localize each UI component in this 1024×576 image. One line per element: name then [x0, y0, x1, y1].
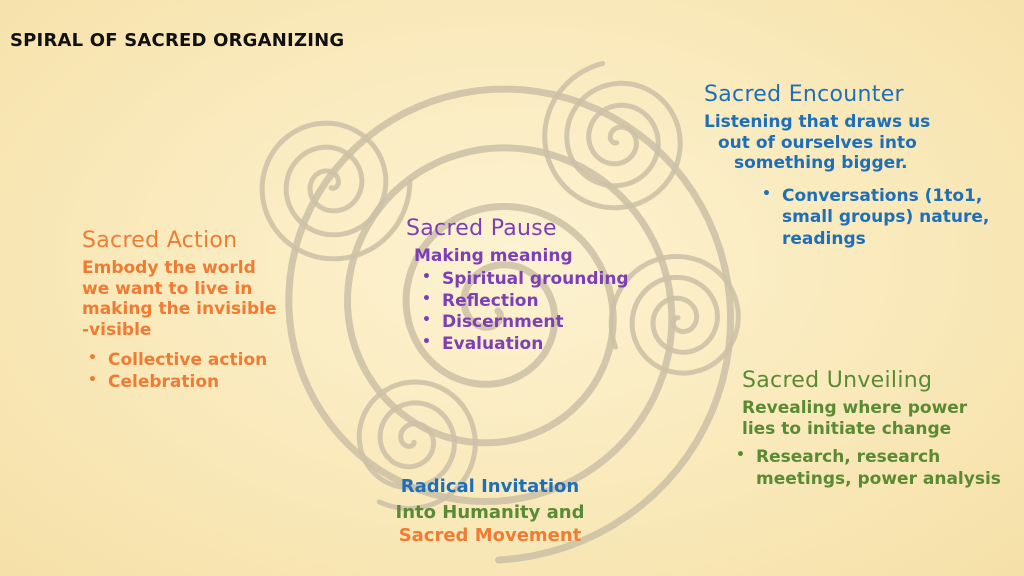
sacred-action-line-1: Embody the world	[82, 258, 256, 279]
sacred-unveiling-line-2: lies to initiate change	[742, 418, 952, 439]
spiral-bottom	[356, 379, 478, 512]
sacred-pause-heading: Sacred Pause	[406, 216, 557, 241]
sacred-encounter-list: Conversations (1to1, small groups) natur…	[756, 186, 989, 251]
sacred-unveiling-heading: Sacred Unveiling	[742, 368, 933, 393]
sacred-action-section: Sacred Action Embody the world we want t…	[82, 228, 277, 393]
sacred-action-bullet: Celebration	[82, 372, 277, 394]
bullet-line: meetings, power analysis	[756, 468, 1001, 489]
radical-invitation-line-1: Into Humanity and	[395, 501, 585, 523]
spiral-right	[608, 254, 741, 376]
sacred-encounter-line-3: something bigger.	[734, 153, 908, 174]
sacred-pause-bullet: Discernment	[416, 312, 629, 334]
sacred-pause-bullet: Evaluation	[416, 334, 629, 356]
sacred-unveiling-list: Research, research meetings, power analy…	[730, 447, 1001, 491]
sacred-unveiling-bullet: Research, research meetings, power analy…	[730, 447, 1001, 491]
bullet-line: Conversations (1to1,	[782, 185, 983, 206]
sacred-encounter-heading: Sacred Encounter	[704, 82, 904, 107]
sacred-encounter-line-2: out of ourselves into	[718, 132, 917, 153]
sacred-action-heading: Sacred Action	[82, 228, 238, 253]
bullet-line: small groups) nature,	[782, 207, 990, 228]
spiral-top-left	[259, 120, 413, 262]
sacred-encounter-section: Sacred Encounter Listening that draws us…	[704, 82, 989, 251]
bullet-line: readings	[782, 229, 866, 250]
sacred-action-bullet: Collective action	[82, 350, 277, 372]
sacred-unveiling-line-1: Revealing where power	[742, 398, 968, 419]
sacred-action-list: Collective action Celebration	[82, 350, 277, 394]
sacred-encounter-line-1: Listening that draws us	[704, 112, 931, 133]
sacred-action-line-3: making the invisible	[82, 299, 277, 320]
radical-invitation-section: Radical Invitation Into Humanity and Sac…	[360, 476, 620, 547]
diagram-title: SPIRAL OF SACRED ORGANIZING	[10, 30, 345, 51]
sacred-unveiling-section: Sacred Unveiling Revealing where power l…	[736, 368, 1001, 491]
sacred-encounter-bullet: Conversations (1to1, small groups) natur…	[756, 186, 989, 251]
sacred-pause-line-1: Making meaning	[414, 246, 573, 267]
sacred-pause-list: Spiritual grounding Reflection Discernme…	[416, 269, 629, 356]
sacred-pause-bullet: Reflection	[416, 291, 629, 313]
radical-invitation-line-2: Sacred Movement	[398, 525, 582, 547]
spiral-top-right	[542, 61, 683, 211]
radical-invitation-heading: Radical Invitation	[400, 476, 580, 497]
bullet-line: Research, research	[756, 447, 941, 468]
sacred-pause-section: Sacred Pause Making meaning Spiritual gr…	[406, 216, 629, 356]
sacred-pause-bullet: Spiritual grounding	[416, 269, 629, 291]
sacred-action-line-2: we want to live in	[82, 278, 253, 299]
sacred-action-line-4: -visible	[82, 319, 152, 340]
